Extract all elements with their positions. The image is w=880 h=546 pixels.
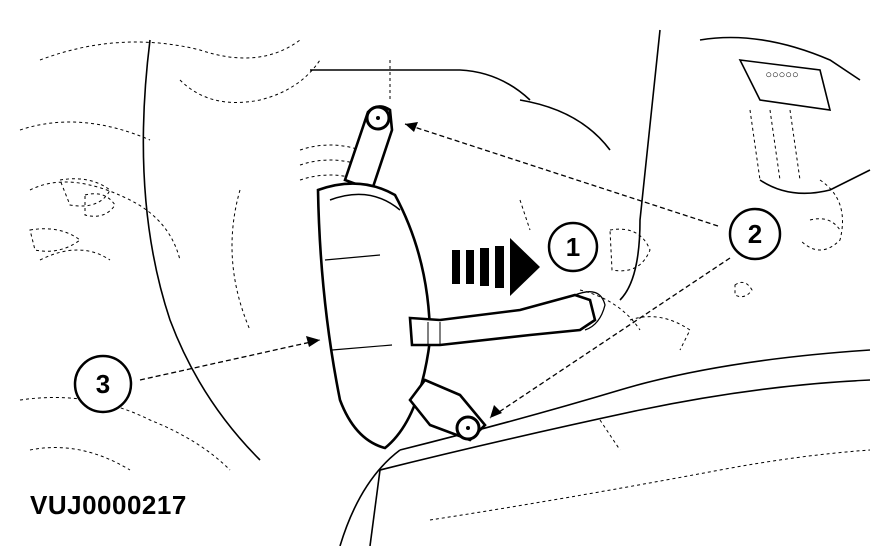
svg-text:3: 3 — [96, 369, 110, 399]
removal-direction-arrow — [452, 238, 540, 296]
figure-id: VUJ0000217 — [30, 490, 187, 520]
connector-marking: ○○○○○ — [765, 69, 798, 81]
control-module — [316, 105, 606, 450]
callout-3: 3 — [73, 354, 133, 414]
leader-lines — [139, 122, 731, 419]
background-structure — [19, 29, 871, 546]
callout-1: 1 — [547, 221, 599, 273]
callout-2: 2 — [728, 207, 782, 261]
svg-text:2: 2 — [748, 219, 762, 249]
svg-text:1: 1 — [566, 232, 580, 262]
